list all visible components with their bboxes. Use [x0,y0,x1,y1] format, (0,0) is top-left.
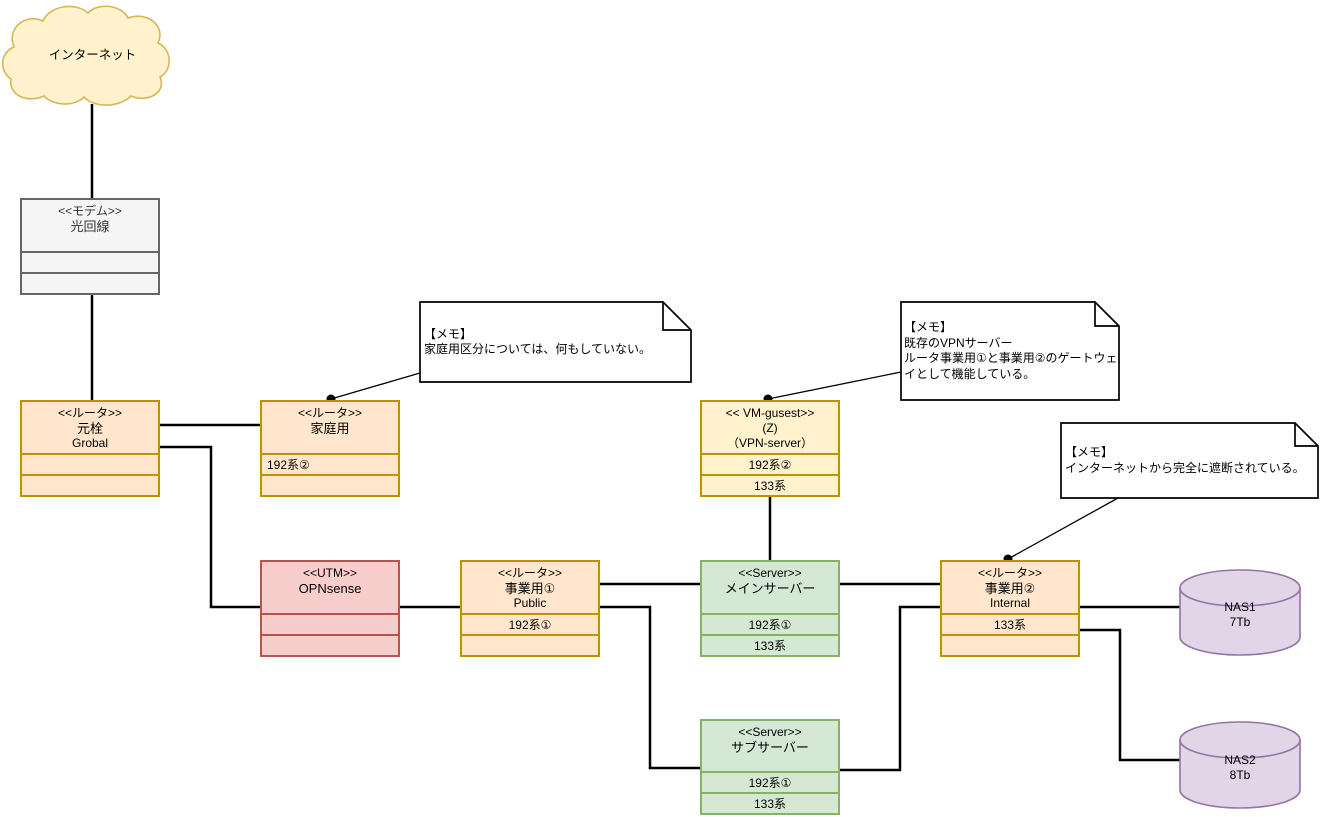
node-biz-router-1[interactable]: <<ルータ>> 事業用① Public 192系① [460,560,600,657]
node-name: OPNsense [298,581,362,596]
memo-title: 【メモ】 [904,320,953,334]
memo-body: 家庭用区分については、何もしていない。 [424,342,652,356]
nas2-cylinder-rim [1179,739,1301,759]
memo1-anchor-line[interactable] [330,372,421,400]
node-row [22,272,158,293]
memo2-note-shape[interactable] [900,301,1120,401]
edge-biz1-sub[interactable] [600,605,700,770]
node-main-server[interactable]: <<Server>> メインサーバー 192系① 133系 [700,560,840,657]
edge-root-utm[interactable] [160,445,260,609]
node-stereotype: <<Server>> [738,566,802,580]
node-stereotype: <<ルータ>> [57,406,123,420]
node-row: 192系① [462,613,598,634]
nas2-name: NAS2 [1224,753,1256,767]
node-row [462,634,598,655]
node-row: 133系 [702,474,838,495]
node-row: 192系② [262,453,398,474]
node-name: 事業用② [984,581,1036,596]
node-name: 事業用① [504,581,556,596]
node-stereotype: <<UTM>> [302,566,358,580]
edge-biz2-nas2[interactable] [1080,628,1180,762]
node-title: <<ルータ>> 元栓 Grobal [22,402,158,453]
nas1-cylinder-rim [1179,587,1301,607]
node-stereotype: <<ルータ>> [497,566,563,580]
node-title: <<モデム>> 光回線 [22,200,158,251]
node-stereotype: << VM-gusest>> [725,406,815,420]
memo3-note-fold [1294,423,1318,447]
memo3-anchor-line[interactable] [1007,497,1119,560]
node-row: 192系① [702,771,838,792]
node-title: <<Server>> サブサーバー [702,721,838,771]
node-stereotype: <<ルータ>> [977,566,1043,580]
node-row [262,474,398,495]
memo-body: 既存のVPNサーバー ルータ事業用①と事業用②のゲートウェ イとして機能している… [904,335,1118,381]
node-name: (Z) [762,421,778,435]
node-row [942,634,1078,655]
nas1-label: NAS1 7Tb [1180,600,1300,630]
node-row: 133系 [942,613,1078,634]
node-name: 家庭用 [310,421,350,436]
node-row: 192系① [702,613,838,634]
node-row: 133系 [702,634,838,655]
node-row [262,613,398,634]
memo1-note-shape[interactable] [419,301,692,383]
memo-title: 【メモ】 [1065,445,1114,459]
node-sub-server[interactable]: <<Server>> サブサーバー 192系① 133系 [700,719,840,815]
memo2-note-fold [1094,302,1119,327]
memo-title: 【メモ】 [424,326,473,341]
memo-home-segment: 【メモ】 家庭用区分については、何もしていない。 [424,302,688,382]
node-subname: （VPN-server） [726,436,813,450]
memo-vpn-server: 【メモ】 既存のVPNサーバー ルータ事業用①と事業用②のゲートウェ イとして機… [904,302,1118,400]
node-row: 192系② [702,453,838,474]
node-title: <<ルータ>> 事業用① Public [462,562,598,613]
nas2-cylinder[interactable] [1179,721,1301,809]
memo-isolated-router: 【メモ】 インターネットから完全に遮断されている。 [1065,423,1315,498]
node-modem[interactable]: <<モデム>> 光回線 [20,198,160,295]
node-subname: Internal [989,596,1031,610]
memo3-note-shape[interactable] [1060,422,1319,499]
memo2-anchor-line[interactable] [767,371,902,400]
node-title: <<UTM>> OPNsense [262,562,398,613]
node-biz-router-2[interactable]: <<ルータ>> 事業用② Internal 133系 [940,560,1080,657]
node-utm-opnsense[interactable]: <<UTM>> OPNsense [260,560,400,657]
node-subname: Grobal [71,436,109,450]
node-home-router[interactable]: <<ルータ>> 家庭用 192系② [260,400,400,497]
node-root-router[interactable]: <<ルータ>> 元栓 Grobal [20,400,160,497]
node-name: 光回線 [70,219,110,234]
nas2-label: NAS2 8Tb [1180,753,1300,783]
node-row [262,634,398,655]
node-stereotype: <<Server>> [738,725,802,739]
node-subname: Public [513,596,547,610]
internet-cloud-shape[interactable] [1,5,170,106]
nas1-capacity: 7Tb [1229,615,1251,629]
node-title: <<ルータ>> 家庭用 [262,402,398,453]
node-stereotype: <<モデム>> [58,204,122,218]
node-vm-guest-vpn-server[interactable]: << VM-gusest>> (Z) （VPN-server） 192系② 13… [700,400,840,497]
node-row: 133系 [702,792,838,813]
node-name: 元栓 [76,421,103,436]
node-stereotype: <<ルータ>> [297,406,363,420]
node-row [22,474,158,495]
nas1-name: NAS1 [1224,600,1256,614]
nas2-capacity: 8Tb [1229,768,1251,782]
nas1-cylinder[interactable] [1179,569,1301,656]
node-name: メインサーバー [724,581,816,596]
edge-biz2-sub[interactable] [840,605,940,772]
memo-body: インターネットから完全に遮断されている。 [1065,460,1305,475]
memo1-note-fold [662,302,691,331]
node-title: <<ルータ>> 事業用② Internal [942,562,1078,613]
internet-cloud-label: インターネット [48,48,137,62]
node-title: <<Server>> メインサーバー [702,562,838,613]
node-name: サブサーバー [731,740,809,755]
node-row [22,453,158,474]
node-row [22,251,158,272]
node-title: << VM-gusest>> (Z) （VPN-server） [702,402,838,453]
